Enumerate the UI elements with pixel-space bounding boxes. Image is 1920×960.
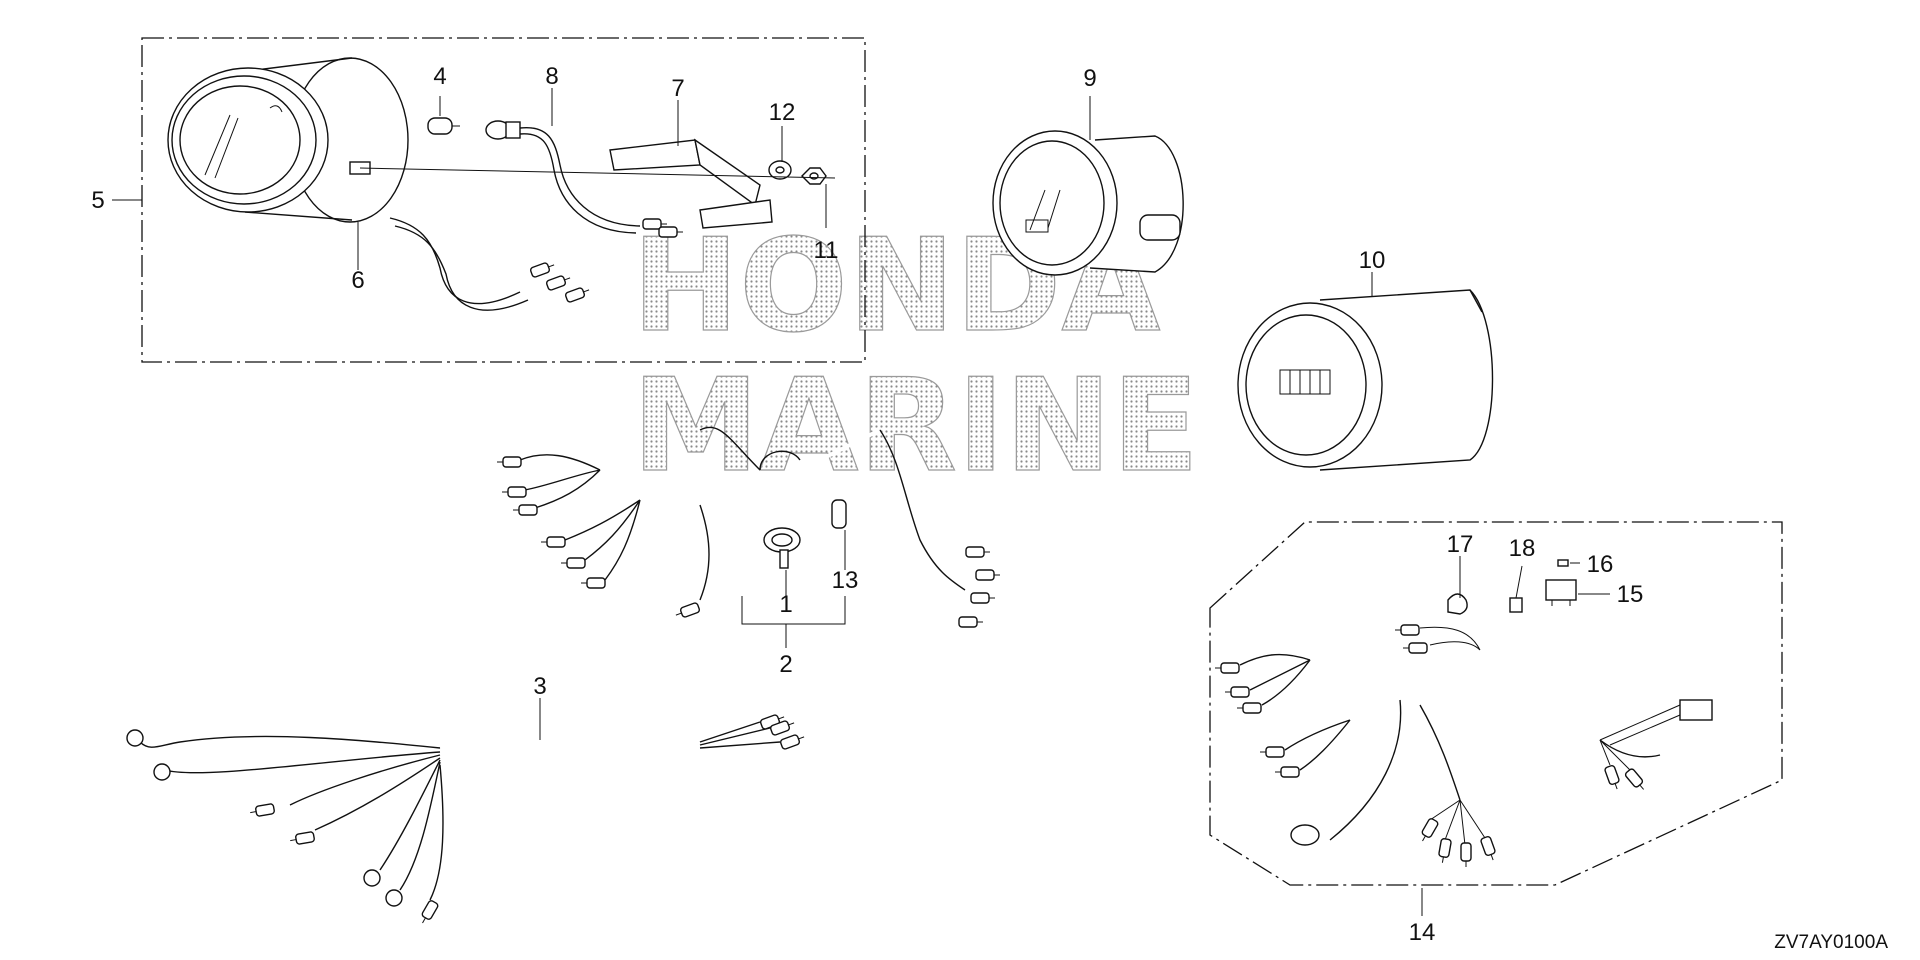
callout-5: 5	[91, 187, 104, 214]
leader-lines	[112, 88, 1610, 916]
callout-3: 3	[533, 673, 546, 700]
tachometer-assembly	[167, 57, 409, 223]
callout-13: 13	[832, 567, 859, 594]
callout-1: 1	[779, 591, 792, 618]
main-wire-harness	[496, 426, 1001, 628]
callout-6: 6	[351, 267, 364, 294]
meter-bracket-part	[609, 138, 773, 229]
bulb-part	[427, 117, 460, 135]
nut-part	[801, 167, 827, 185]
washer-part	[768, 160, 792, 180]
callout-8: 8	[545, 63, 558, 90]
callout-11: 11	[814, 237, 839, 264]
callout-14: 14	[1409, 919, 1436, 946]
trim-meter-part	[992, 130, 1184, 276]
meter-wiring	[389, 217, 592, 311]
callout-4: 4	[433, 63, 446, 90]
callout-18: 18	[1509, 535, 1536, 562]
meter-kit-group-outline	[141, 37, 866, 363]
diagram-code: ZV7AY0100A	[1774, 932, 1888, 953]
wire-clip-part	[1447, 593, 1468, 615]
harness-clamp-part	[763, 527, 801, 569]
socket-harness-part	[485, 120, 684, 238]
callout-2: 2	[779, 651, 792, 678]
watermark-line-2: MARINE	[632, 352, 1199, 501]
harness-kit-group-outline	[1209, 521, 1783, 886]
callout-7: 7	[671, 75, 684, 102]
callout-labels: 4 8 7 12 5 11 6 9 10 13 1 2 3 17 18 16 1…	[91, 63, 1643, 946]
callout-12: 12	[769, 99, 796, 126]
callout-10: 10	[1359, 247, 1386, 274]
hour-meter-part	[1237, 289, 1494, 471]
alternate-wire-harness	[1214, 624, 1713, 868]
extension-wire-harness	[126, 711, 807, 927]
callout-16: 16	[1587, 551, 1614, 578]
callout-17: 17	[1447, 531, 1474, 558]
fuse-holder-part	[1509, 597, 1523, 613]
relay-part	[1545, 579, 1577, 606]
callout-9: 9	[1083, 65, 1096, 92]
mini-fuse-part	[1557, 559, 1569, 567]
fuse-part	[831, 499, 847, 529]
callout-15: 15	[1617, 581, 1644, 608]
